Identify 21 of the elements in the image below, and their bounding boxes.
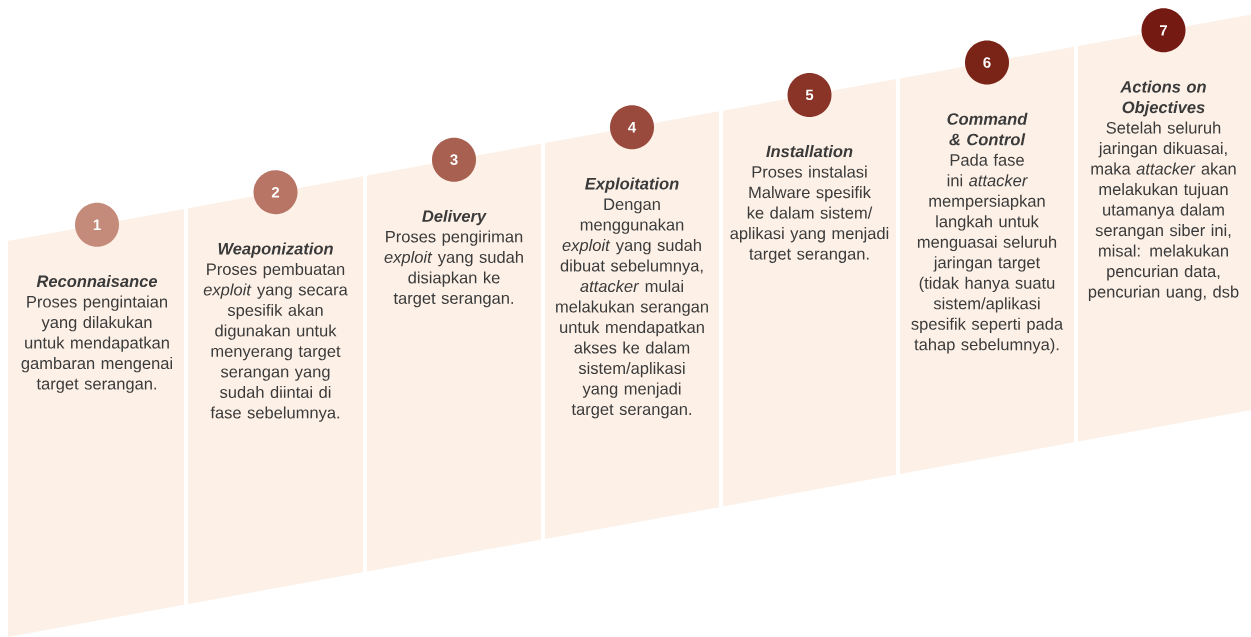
stage-description: Pada fase ini attacker mempersiapkan langkah untuk menguasai seluruh jaringan target (tidak hanya suatu sistem/aplikasi spesifik seperti pada tahap sebelumnya).: [911, 153, 1064, 354]
stage-description: Proses instalasi Malware spesifik ke dalam sistem/ aplikasi yang menjadi target serangan.: [730, 165, 889, 263]
stage-panel: [723, 79, 896, 507]
stage-description: Dengan menggunakan exploit yang sudah dibuat sebelumnya, attacker mulai melakukan serangan untuk mendapatkan akses ke dalam sistem/aplikasi yang menjadi target serangan.: [556, 198, 708, 419]
stage-description: Proses pembuatan exploit yang secara spesifik akan digunakan untuk menyerang target serangan yang sudah diintai di fase sebelumnya.: [203, 262, 348, 422]
stage-title: Actions on Objectives: [1120, 80, 1206, 117]
stage-panel: [367, 143, 541, 572]
stage-panel: [8, 208, 184, 637]
stage-title: Installation: [766, 145, 853, 158]
stage-panel: [900, 46, 1074, 475]
stage-title: Weaponization: [218, 242, 333, 258]
stage-description: Setelah seluruh jaringan dikuasai, maka attacker akan melakukan tujuan utamanya dalam serangan siber ini, misal: melakukan pencurian data, pencurian uang, dsb: [1088, 121, 1239, 301]
stage-title: Delivery: [422, 209, 487, 226]
stage-description: Proses pengiriman exploit yang sudah disiapkan ke target serangan.: [384, 230, 523, 308]
stage-title: Command & Control: [947, 112, 1028, 146]
stage-panel: [545, 111, 719, 539]
stage-panel: [1078, 14, 1251, 442]
stage-title: Exploitation: [585, 177, 679, 193]
stage-title: Reconnaisance: [36, 274, 158, 288]
stage-panel: [188, 176, 363, 605]
stage-description: Proses pengintaian yang dilakukan untuk mendapatkan gambaran mengenai target serangan.: [21, 295, 172, 393]
